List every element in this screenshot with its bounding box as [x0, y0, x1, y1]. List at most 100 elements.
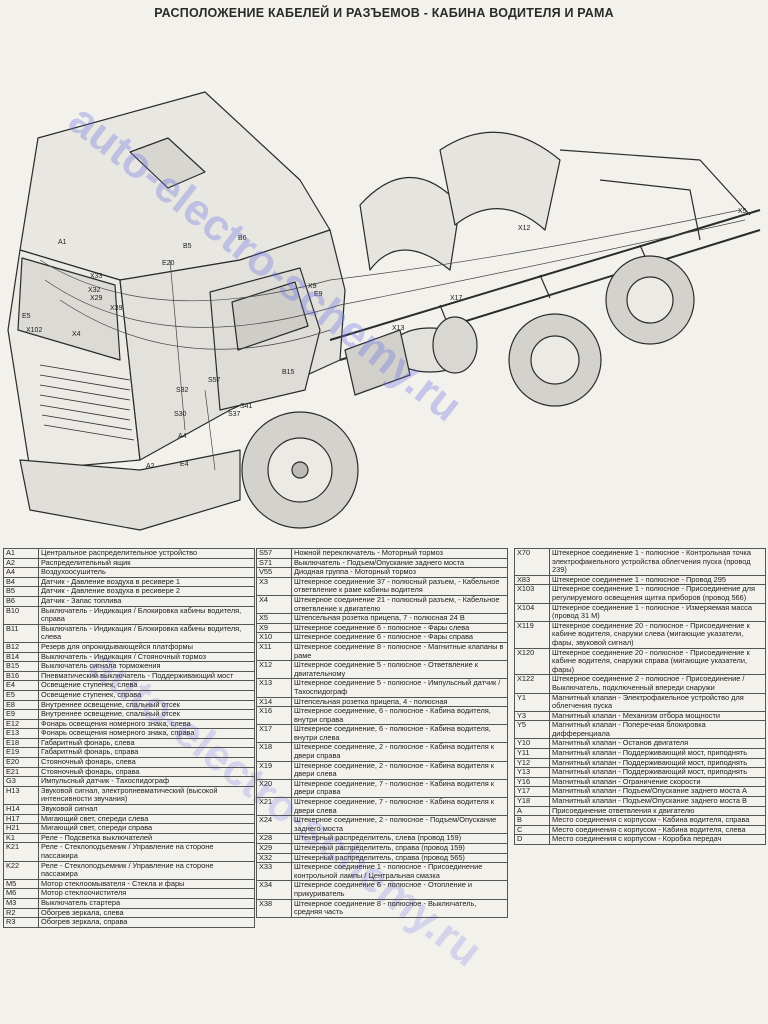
legend-code: B10 — [3, 605, 39, 625]
legend-code: A4 — [3, 567, 39, 578]
diagram-label: B5 — [183, 243, 192, 250]
cab-and-frame-wiring-diagram: A1 X33 X29 X32 X39 E5 X102 X4 B6 E20 B5 … — [7, 91, 761, 531]
legend-description: Магнитный клапан - Электрофакельное устр… — [549, 692, 766, 712]
legend-description: Магнитный клапан - Поддерживающий мост, … — [549, 767, 766, 778]
legend-description: Центральное распределительное устройство — [38, 548, 255, 559]
legend-description: Внутреннее освещение, спальный отсек — [38, 709, 255, 720]
legend-description: Штекерное соединение 1 - полюсное - Конт… — [549, 548, 766, 576]
legend-code: X4 — [256, 594, 292, 615]
legend-description: Импульсный датчик - Тахоспидограф — [38, 776, 255, 787]
legend-code: X122 — [514, 674, 550, 694]
diagram-label: X39 — [110, 305, 123, 312]
legend-description: Освещение ступенек, слева — [38, 680, 255, 691]
legend-description: Магнитный клапан - Поддерживающий мост, … — [549, 748, 766, 759]
legend-code: B — [514, 815, 550, 826]
legend-description: Штекерное соединение 21 - полюсный разъе… — [291, 594, 508, 615]
legend-code: X12 — [256, 660, 292, 680]
legend-code: H13 — [3, 785, 39, 806]
legend-code: H14 — [3, 804, 39, 815]
legend-code: E13 — [3, 728, 39, 739]
legend-description: Место соединения с корпусом - Кабина вод… — [549, 815, 766, 826]
legend-description: Штекерное соединение, 6 - полюсное - Каб… — [291, 706, 508, 726]
legend-code: X70 — [514, 548, 550, 576]
legend-code: X3 — [256, 576, 292, 596]
legend-description: Резерв для опрокидывающейся платформы — [38, 641, 255, 653]
diagram-label: E5 — [22, 313, 31, 320]
legend-description: Штекерное соединение 8 - полюсное - Магн… — [291, 641, 508, 662]
legend-description: Штекерное соединение, 6 - полюсное - Каб… — [291, 724, 508, 744]
diagram-label: E20 — [162, 260, 175, 267]
legend-description: Место соединения с корпусом - Коробка пе… — [549, 834, 766, 845]
legend-code: X17 — [256, 724, 292, 744]
legend-code: X13 — [256, 678, 292, 698]
diagram-label: X102 — [26, 327, 42, 334]
legend-code: E4 — [3, 680, 39, 691]
legend-description: Штекерное соединение, 2 - полюсное - Под… — [291, 815, 508, 835]
diagram-label: A4 — [178, 433, 187, 440]
diagram-label: X9 — [308, 283, 317, 290]
legend-description: Штекерное соединение, 7 - полюсное - Каб… — [291, 797, 508, 817]
legend-code: K22 — [3, 860, 39, 880]
legend-code: G3 — [3, 776, 39, 787]
legend-code: X103 — [514, 584, 550, 604]
legend-code: X119 — [514, 620, 550, 649]
diagram-label: X29 — [90, 295, 103, 302]
legend-description: Штекерное соединение 5 - полюсное - Отве… — [291, 660, 508, 680]
diagram-label: S57 — [208, 377, 221, 384]
legend-description: Мигающий свет, спереди справа — [38, 823, 255, 834]
legend-description: Реле - Стеклоподъемник / Управление на с… — [38, 860, 255, 880]
diagram-label: B15 — [282, 369, 295, 376]
legend-description: Штекерное соединение 2 - полюсное - Прис… — [549, 674, 766, 694]
legend-description: Штекерное соединение 1 - полюсное - Изме… — [549, 602, 766, 622]
legend-description: Звуковой сигнал — [38, 804, 255, 815]
legend-code: X21 — [256, 797, 292, 817]
legend-code: Y13 — [514, 767, 550, 778]
legend-description: Штекерное соединение 37 - полюсный разъе… — [291, 576, 508, 596]
legend-description: Реле - Стеклоподъемник / Управление на с… — [38, 842, 255, 862]
legend-description: Штекерное соединение, 2 - полюсное - Каб… — [291, 742, 508, 762]
legend-code: A1 — [3, 548, 39, 559]
diagram-label: A1 — [58, 239, 67, 246]
legend-code: X20 — [256, 778, 292, 799]
legend-code: X33 — [256, 862, 292, 882]
diagram-label: S32 — [176, 387, 189, 394]
diagram-label: X4 — [72, 331, 81, 338]
legend-code: X11 — [256, 641, 292, 662]
legend-description: Штекерный распределитель, справа (провод… — [291, 843, 508, 854]
legend-description: Звуковой сигнал, электропневматический (… — [38, 785, 255, 806]
legend-code: H21 — [3, 823, 39, 834]
legend-description: Освещение ступенек, справа — [38, 689, 255, 701]
legend-description: Выключатель - Индикация / Блокировка каб… — [38, 605, 255, 625]
legend-code: X5 — [256, 613, 292, 624]
legend-description: Воздухоосушитель — [38, 567, 255, 578]
legend-code: Y18 — [514, 796, 550, 807]
